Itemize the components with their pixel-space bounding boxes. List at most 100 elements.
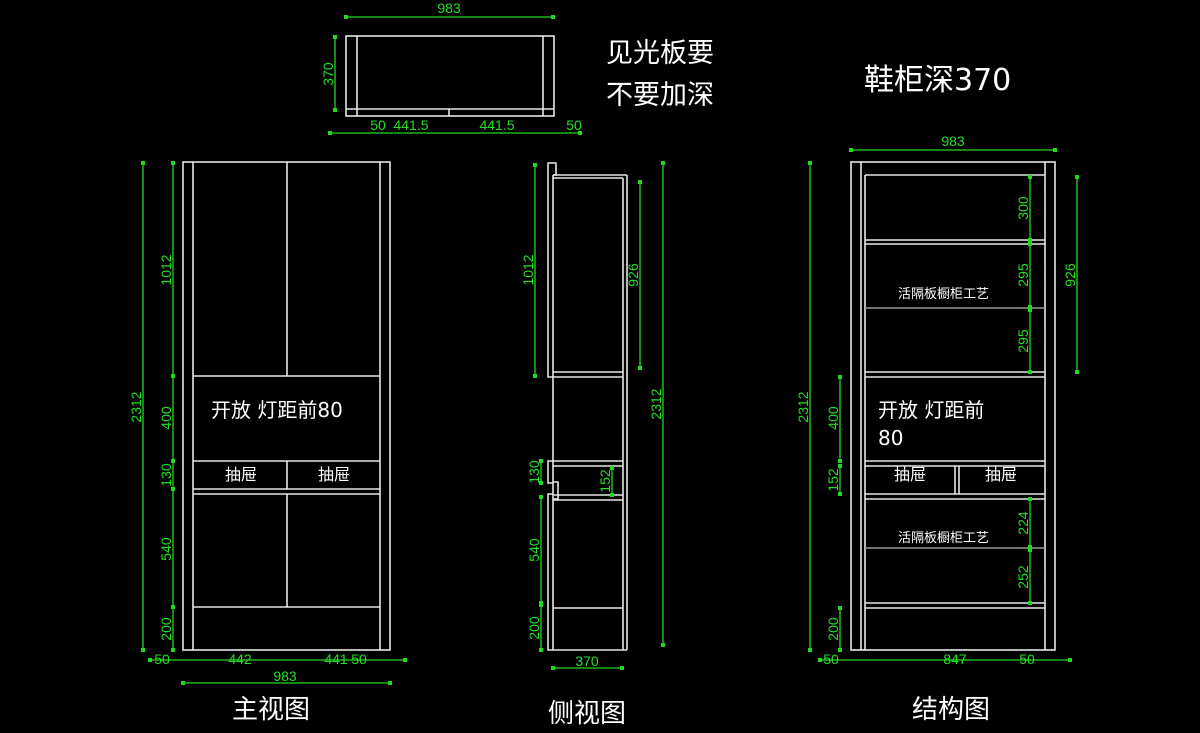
structure-view-cabinet bbox=[850, 161, 1056, 651]
dimension-tick bbox=[171, 161, 175, 165]
dimension-tick bbox=[171, 487, 175, 491]
dimension-tick bbox=[328, 131, 332, 135]
dimension-tick bbox=[171, 374, 175, 378]
dimension-tick bbox=[838, 459, 842, 463]
dimension-tick bbox=[148, 658, 152, 662]
dimension-label: 400 bbox=[825, 406, 841, 430]
dimension-label: 300 bbox=[1015, 196, 1031, 220]
dimension-label: 400 bbox=[158, 406, 174, 430]
dimension-tick bbox=[808, 648, 812, 652]
dimension-tick bbox=[171, 605, 175, 609]
dimension-tick bbox=[141, 648, 145, 652]
dimension-tick bbox=[1068, 658, 1072, 662]
dimension-tick bbox=[1028, 238, 1032, 242]
structure-open-text-line1: 开放 灯距前 bbox=[878, 398, 984, 422]
dimension-tick bbox=[181, 681, 185, 685]
front-drawer-left: 抽屉 bbox=[225, 465, 257, 484]
dimension-tick bbox=[171, 648, 175, 652]
dimension-tick bbox=[1075, 175, 1079, 179]
dimension-label: 200 bbox=[158, 617, 174, 641]
side-view-label: 侧视图 bbox=[548, 699, 626, 729]
dimension-label: 200 bbox=[825, 617, 841, 641]
dimension-label: 295 bbox=[1015, 263, 1031, 287]
dimension-tick bbox=[1028, 370, 1032, 374]
dimension-tick bbox=[344, 15, 348, 19]
dimension-label: 200 bbox=[526, 616, 542, 640]
dimension-tick bbox=[539, 481, 543, 485]
dimension-tick bbox=[388, 681, 392, 685]
dimension-label: 441 bbox=[324, 651, 348, 667]
dimension-tick bbox=[1028, 305, 1032, 309]
structure-shelf-text-upper: 活隔板橱柜工艺 bbox=[898, 287, 989, 302]
dimension-label: 441.5 bbox=[393, 117, 428, 133]
dimension-label: 847 bbox=[943, 651, 967, 667]
dimension-tick bbox=[661, 643, 665, 647]
dimension-tick bbox=[171, 459, 175, 463]
dimension-label: 50 bbox=[823, 651, 839, 667]
dimension-label: 540 bbox=[526, 538, 542, 562]
structure-open-text-line2: 80 bbox=[878, 426, 903, 450]
dimension-label: 152 bbox=[597, 469, 613, 493]
dimension-label: 370 bbox=[320, 62, 336, 86]
dimension-label: 370 bbox=[575, 653, 599, 669]
dimension-label: 983 bbox=[437, 0, 461, 16]
dimension-tick bbox=[1028, 545, 1032, 549]
dimension-label: 224 bbox=[1015, 511, 1031, 535]
structure-shelf-text-lower: 活隔板橱柜工艺 bbox=[898, 531, 989, 546]
dimension-tick bbox=[533, 163, 537, 167]
note-depth: 鞋柜深370 bbox=[864, 63, 1011, 98]
dimension-tick bbox=[141, 161, 145, 165]
dimension-tick bbox=[539, 603, 543, 607]
dimension-tick bbox=[610, 466, 614, 470]
dimension-tick bbox=[1075, 370, 1079, 374]
dimension-tick bbox=[539, 495, 543, 499]
dimension-tick bbox=[638, 180, 642, 184]
dimension-tick bbox=[1028, 175, 1032, 179]
dimension-tick bbox=[808, 161, 812, 165]
dimension-tick bbox=[551, 15, 555, 19]
dimension-label: 926 bbox=[625, 263, 641, 287]
dimension-tick bbox=[539, 459, 543, 463]
dimension-tick bbox=[818, 658, 822, 662]
dimension-tick bbox=[403, 658, 407, 662]
dimension-tick bbox=[838, 375, 842, 379]
dimension-label: 50 bbox=[566, 117, 582, 133]
dimension-label: 252 bbox=[1015, 565, 1031, 589]
dimension-tick bbox=[539, 648, 543, 652]
dimension-tick bbox=[838, 492, 842, 496]
dimension-label: 540 bbox=[158, 537, 174, 561]
dimension-tick bbox=[838, 606, 842, 610]
dimension-tick bbox=[333, 35, 337, 39]
dimension-tick bbox=[1028, 601, 1032, 605]
dimension-tick bbox=[610, 493, 614, 497]
dimension-tick bbox=[638, 366, 642, 370]
dimension-label: 2312 bbox=[648, 388, 664, 419]
dimension-label: 50 bbox=[370, 117, 386, 133]
dimension-label: 2312 bbox=[795, 391, 811, 422]
dimension-tick bbox=[578, 131, 582, 135]
dimension-label: 926 bbox=[1062, 263, 1078, 287]
side-view-cabinet bbox=[547, 162, 628, 651]
front-open-text: 开放 灯距前80 bbox=[211, 398, 343, 422]
dimension-tick bbox=[838, 648, 842, 652]
note-visible-panel-line2: 不要加深 bbox=[606, 80, 714, 111]
top-plan-view bbox=[345, 35, 555, 117]
dimension-tick bbox=[661, 161, 665, 165]
dimension-tick bbox=[1028, 548, 1032, 552]
dimension-label: 130 bbox=[526, 460, 542, 484]
dimension-label: 152 bbox=[825, 468, 841, 492]
dimension-tick bbox=[1053, 148, 1057, 152]
dimension-tick bbox=[533, 374, 537, 378]
dimension-label: 130 bbox=[158, 463, 174, 487]
front-drawer-right: 抽屉 bbox=[318, 465, 350, 484]
dimension-label: 2312 bbox=[128, 391, 144, 422]
front-view-cabinet bbox=[182, 161, 391, 651]
dimension-tick bbox=[551, 666, 555, 670]
dimension-label: 1012 bbox=[158, 254, 174, 285]
dimension-tick bbox=[1028, 308, 1032, 312]
dimension-label: 50 bbox=[351, 651, 367, 667]
dimension-tick bbox=[333, 108, 337, 112]
note-visible-panel-line1: 见光板要 bbox=[606, 38, 714, 69]
